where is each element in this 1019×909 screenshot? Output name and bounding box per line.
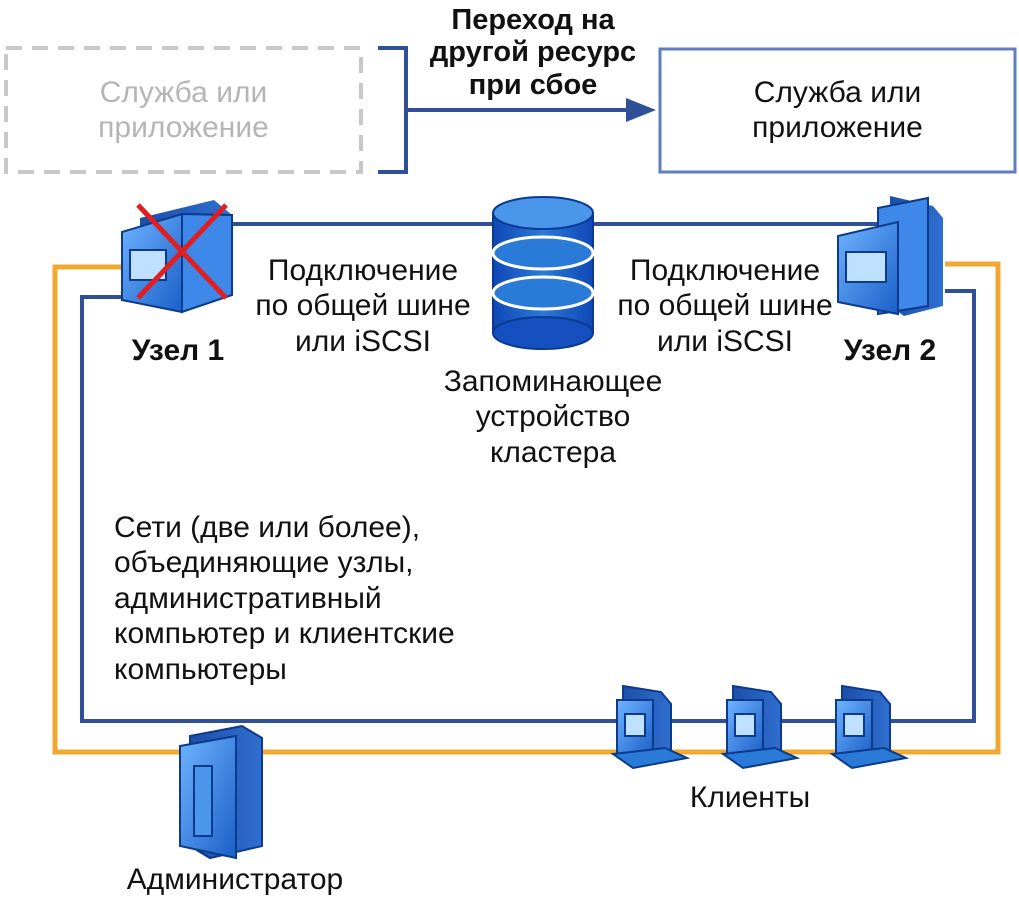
storage-label: Запоминающее устройство кластера [443, 365, 663, 469]
arrow-right-icon [626, 98, 656, 122]
inactive-service-box [4, 46, 363, 174]
orange-network-line [52, 261, 1001, 755]
blue-network-line [80, 289, 976, 723]
active-service-box [658, 47, 1017, 174]
admin-label: Администратор [126, 863, 344, 896]
node2-connection-label: Подключение по общей шине или iSCSI [617, 254, 833, 358]
node1-connection-label: Подключение по общей шине или iSCSI [255, 254, 471, 358]
inactive-service-label: Служба или приложение [98, 76, 269, 145]
node2-server-icon [837, 196, 943, 316]
clients-label: Клиенты [689, 781, 811, 814]
database-icon [491, 196, 595, 350]
node1-label: Узел 1 [131, 334, 225, 367]
admin-server-icon [179, 724, 263, 860]
client-computer-icon [610, 684, 691, 770]
networks-description: Сети (две или более), объединяющие узлы,… [114, 511, 455, 686]
failover-label: Переход на другой ресурс при сбое [429, 4, 637, 101]
node2-label: Узел 2 [843, 334, 937, 367]
active-service-label: Служба или приложение [752, 76, 923, 145]
failover-bracket [378, 46, 408, 174]
failure-cross-icon [136, 203, 228, 300]
client-computer-icon [829, 684, 910, 770]
client-computer-icon [720, 684, 801, 770]
